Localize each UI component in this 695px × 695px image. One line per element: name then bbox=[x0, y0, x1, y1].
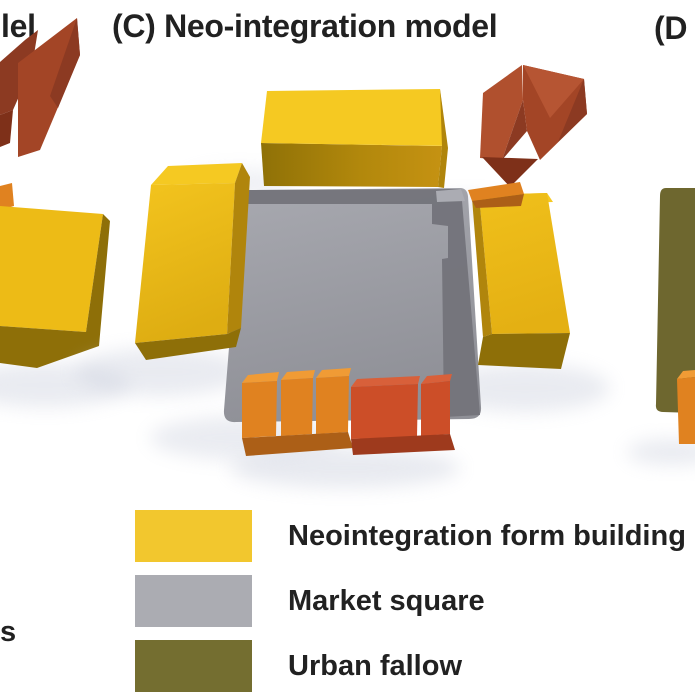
neointegration-form-building-east bbox=[472, 193, 570, 369]
legend-item-urban-fallow: Urban fallow bbox=[135, 640, 686, 692]
stall-front bbox=[281, 378, 313, 436]
church-monument-base bbox=[0, 110, 13, 147]
stall-top bbox=[421, 374, 452, 384]
legend-label: Urban fallow bbox=[288, 649, 463, 682]
stall-block-fragment bbox=[0, 183, 14, 210]
church-spire-facet bbox=[502, 100, 527, 160]
building-front bbox=[479, 193, 570, 334]
building-front bbox=[261, 143, 442, 187]
building-top bbox=[261, 89, 447, 146]
form-building-side bbox=[0, 214, 110, 368]
market-square-corner-highlight bbox=[436, 189, 465, 202]
legend-swatch-gray bbox=[135, 575, 252, 627]
building-side bbox=[438, 89, 448, 188]
legend-item-neointegration-form-building: Neointegration form building bbox=[135, 510, 686, 562]
panel-b-partial-scene bbox=[0, 18, 130, 407]
building-front bbox=[135, 183, 235, 343]
legend-swatch-olive bbox=[135, 640, 252, 692]
stall-row-base bbox=[351, 434, 455, 455]
church-spire-left bbox=[480, 65, 523, 160]
legend-label: Neointegration form building bbox=[288, 519, 686, 552]
panel-c-title: (C) Neo-integration model bbox=[112, 8, 498, 44]
building-base bbox=[478, 333, 570, 369]
legend-left-partial-text: s bbox=[0, 616, 17, 648]
stall-block-front bbox=[677, 377, 695, 444]
stall-front bbox=[316, 376, 349, 434]
panel-d-partial-scene bbox=[627, 188, 695, 465]
stall-block-top bbox=[677, 370, 695, 379]
legend-label: Market square bbox=[288, 584, 485, 617]
block-shadow bbox=[627, 439, 695, 465]
urban-fallow-area bbox=[655, 188, 695, 413]
church-monument bbox=[18, 18, 80, 157]
stalls-shadow bbox=[230, 448, 460, 488]
building-top bbox=[151, 163, 242, 185]
stall-front bbox=[351, 384, 418, 439]
neointegration-form-building-north bbox=[261, 89, 448, 188]
neointegration-form-building-west bbox=[135, 163, 250, 360]
church-base-taper bbox=[482, 157, 538, 187]
church-spire-right-top bbox=[523, 65, 584, 118]
west-building-shadow bbox=[75, 348, 245, 396]
stall-top bbox=[351, 376, 420, 387]
church-monument-facet bbox=[50, 18, 80, 108]
church-monument bbox=[468, 65, 587, 208]
panel-c-scene bbox=[75, 65, 610, 488]
building-base bbox=[135, 328, 241, 360]
form-building-front bbox=[0, 206, 103, 332]
market-stall-row-orange bbox=[242, 368, 353, 456]
building-side bbox=[472, 195, 492, 337]
stall-front bbox=[242, 381, 277, 438]
panel-d-title-partial: (D bbox=[654, 10, 688, 46]
market-stall-row-red bbox=[351, 374, 455, 455]
legend-item-market-square: Market square bbox=[135, 575, 686, 627]
legend: Neointegration form building Market squa… bbox=[135, 510, 686, 695]
stall-top bbox=[281, 370, 315, 380]
east-building-shadow bbox=[440, 364, 610, 412]
market-square bbox=[223, 188, 482, 423]
stall-row-base bbox=[242, 432, 353, 456]
building-side bbox=[227, 163, 250, 334]
church-plinth bbox=[468, 182, 524, 201]
church-plinth-base bbox=[472, 194, 524, 208]
church-spire-right-facet bbox=[558, 79, 587, 142]
stall-top bbox=[316, 368, 351, 378]
legend-swatch-yellow bbox=[135, 510, 252, 562]
stall-front bbox=[421, 381, 450, 436]
market-square-shaded-area bbox=[246, 189, 480, 417]
stall-top bbox=[242, 372, 279, 383]
